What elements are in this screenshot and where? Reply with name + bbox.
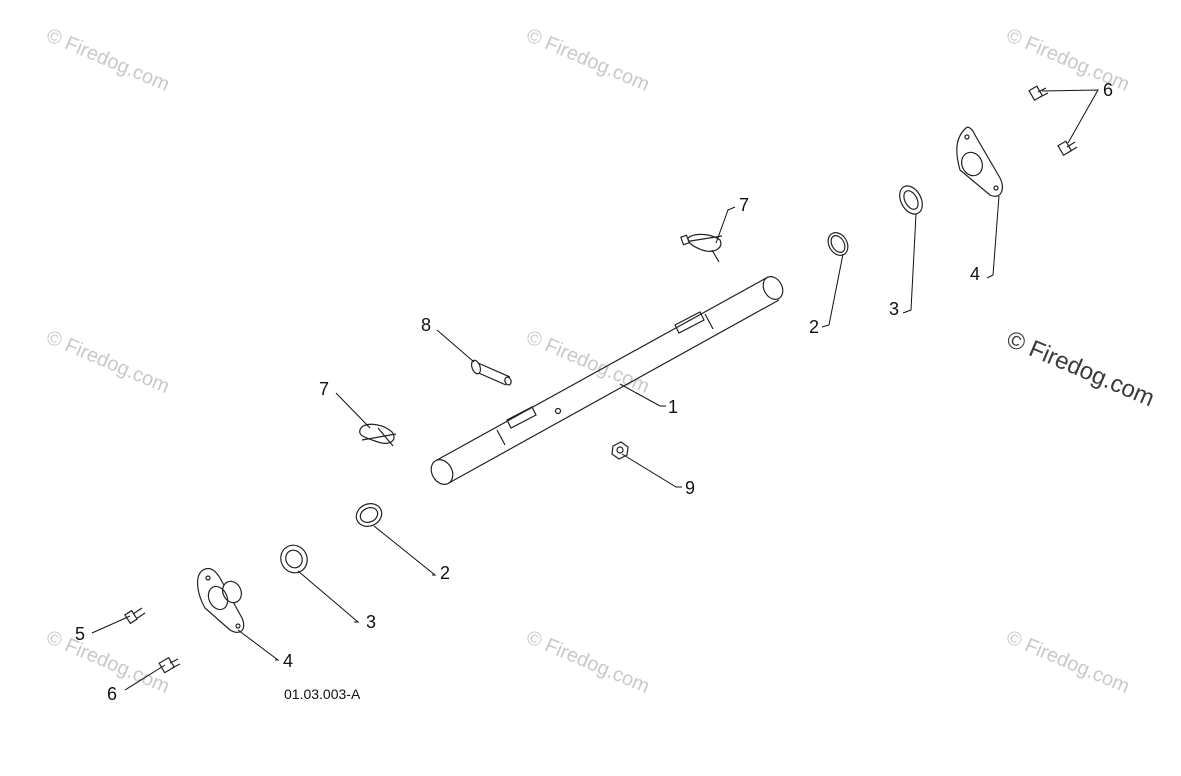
diagram-id: 01.03.003-A xyxy=(284,686,361,702)
watermark: © Firedog.com xyxy=(523,24,653,96)
callout-8: 8 xyxy=(421,315,431,335)
bearing-flange-right-part xyxy=(956,126,1003,197)
callout-1: 1 xyxy=(668,397,678,417)
callout-7-left: 7 xyxy=(319,379,329,399)
nut-top-right-part xyxy=(1028,85,1049,102)
bushing-left-part xyxy=(355,503,383,527)
callout-6-bottom-left: 6 xyxy=(107,684,117,704)
screw-top-right-part xyxy=(1057,140,1078,157)
washer-right-part xyxy=(899,185,923,215)
callout-4-left: 4 xyxy=(283,651,293,671)
callout-labels: 1 2 2 3 3 4 4 5 6 6 7 7 8 9 xyxy=(75,80,1113,704)
callout-2-left: 2 xyxy=(440,563,450,583)
hairpin-left-part xyxy=(359,423,397,447)
hairpin-top-part xyxy=(680,233,723,263)
watermark: © Firedog.com xyxy=(43,24,173,96)
bushing-right-part xyxy=(827,232,849,256)
washer-left-part xyxy=(280,544,308,574)
bolt-part xyxy=(124,607,146,625)
leader-lines xyxy=(91,89,1099,691)
callout-3-left: 3 xyxy=(366,612,376,632)
callout-3-right: 3 xyxy=(889,299,899,319)
callout-7-top: 7 xyxy=(739,195,749,215)
callout-6-top-right: 6 xyxy=(1103,80,1113,100)
watermark: © Firedog.com xyxy=(523,626,653,698)
callout-2-right: 2 xyxy=(809,317,819,337)
clevis-pin-part xyxy=(470,359,512,386)
watermark: © Firedog.com xyxy=(1003,24,1133,96)
watermark: © Firedog.com xyxy=(1003,626,1133,698)
callout-4-right: 4 xyxy=(970,264,980,284)
watermark-prominent: © Firedog.com xyxy=(1003,326,1159,412)
bearing-flange-left-part xyxy=(197,567,245,633)
watermark: © Firedog.com xyxy=(523,326,653,398)
callout-5: 5 xyxy=(75,624,85,644)
nut-bottom-left-part xyxy=(158,656,181,674)
watermark: © Firedog.com xyxy=(43,326,173,398)
shaft-part xyxy=(430,276,784,485)
callout-9: 9 xyxy=(685,478,695,498)
